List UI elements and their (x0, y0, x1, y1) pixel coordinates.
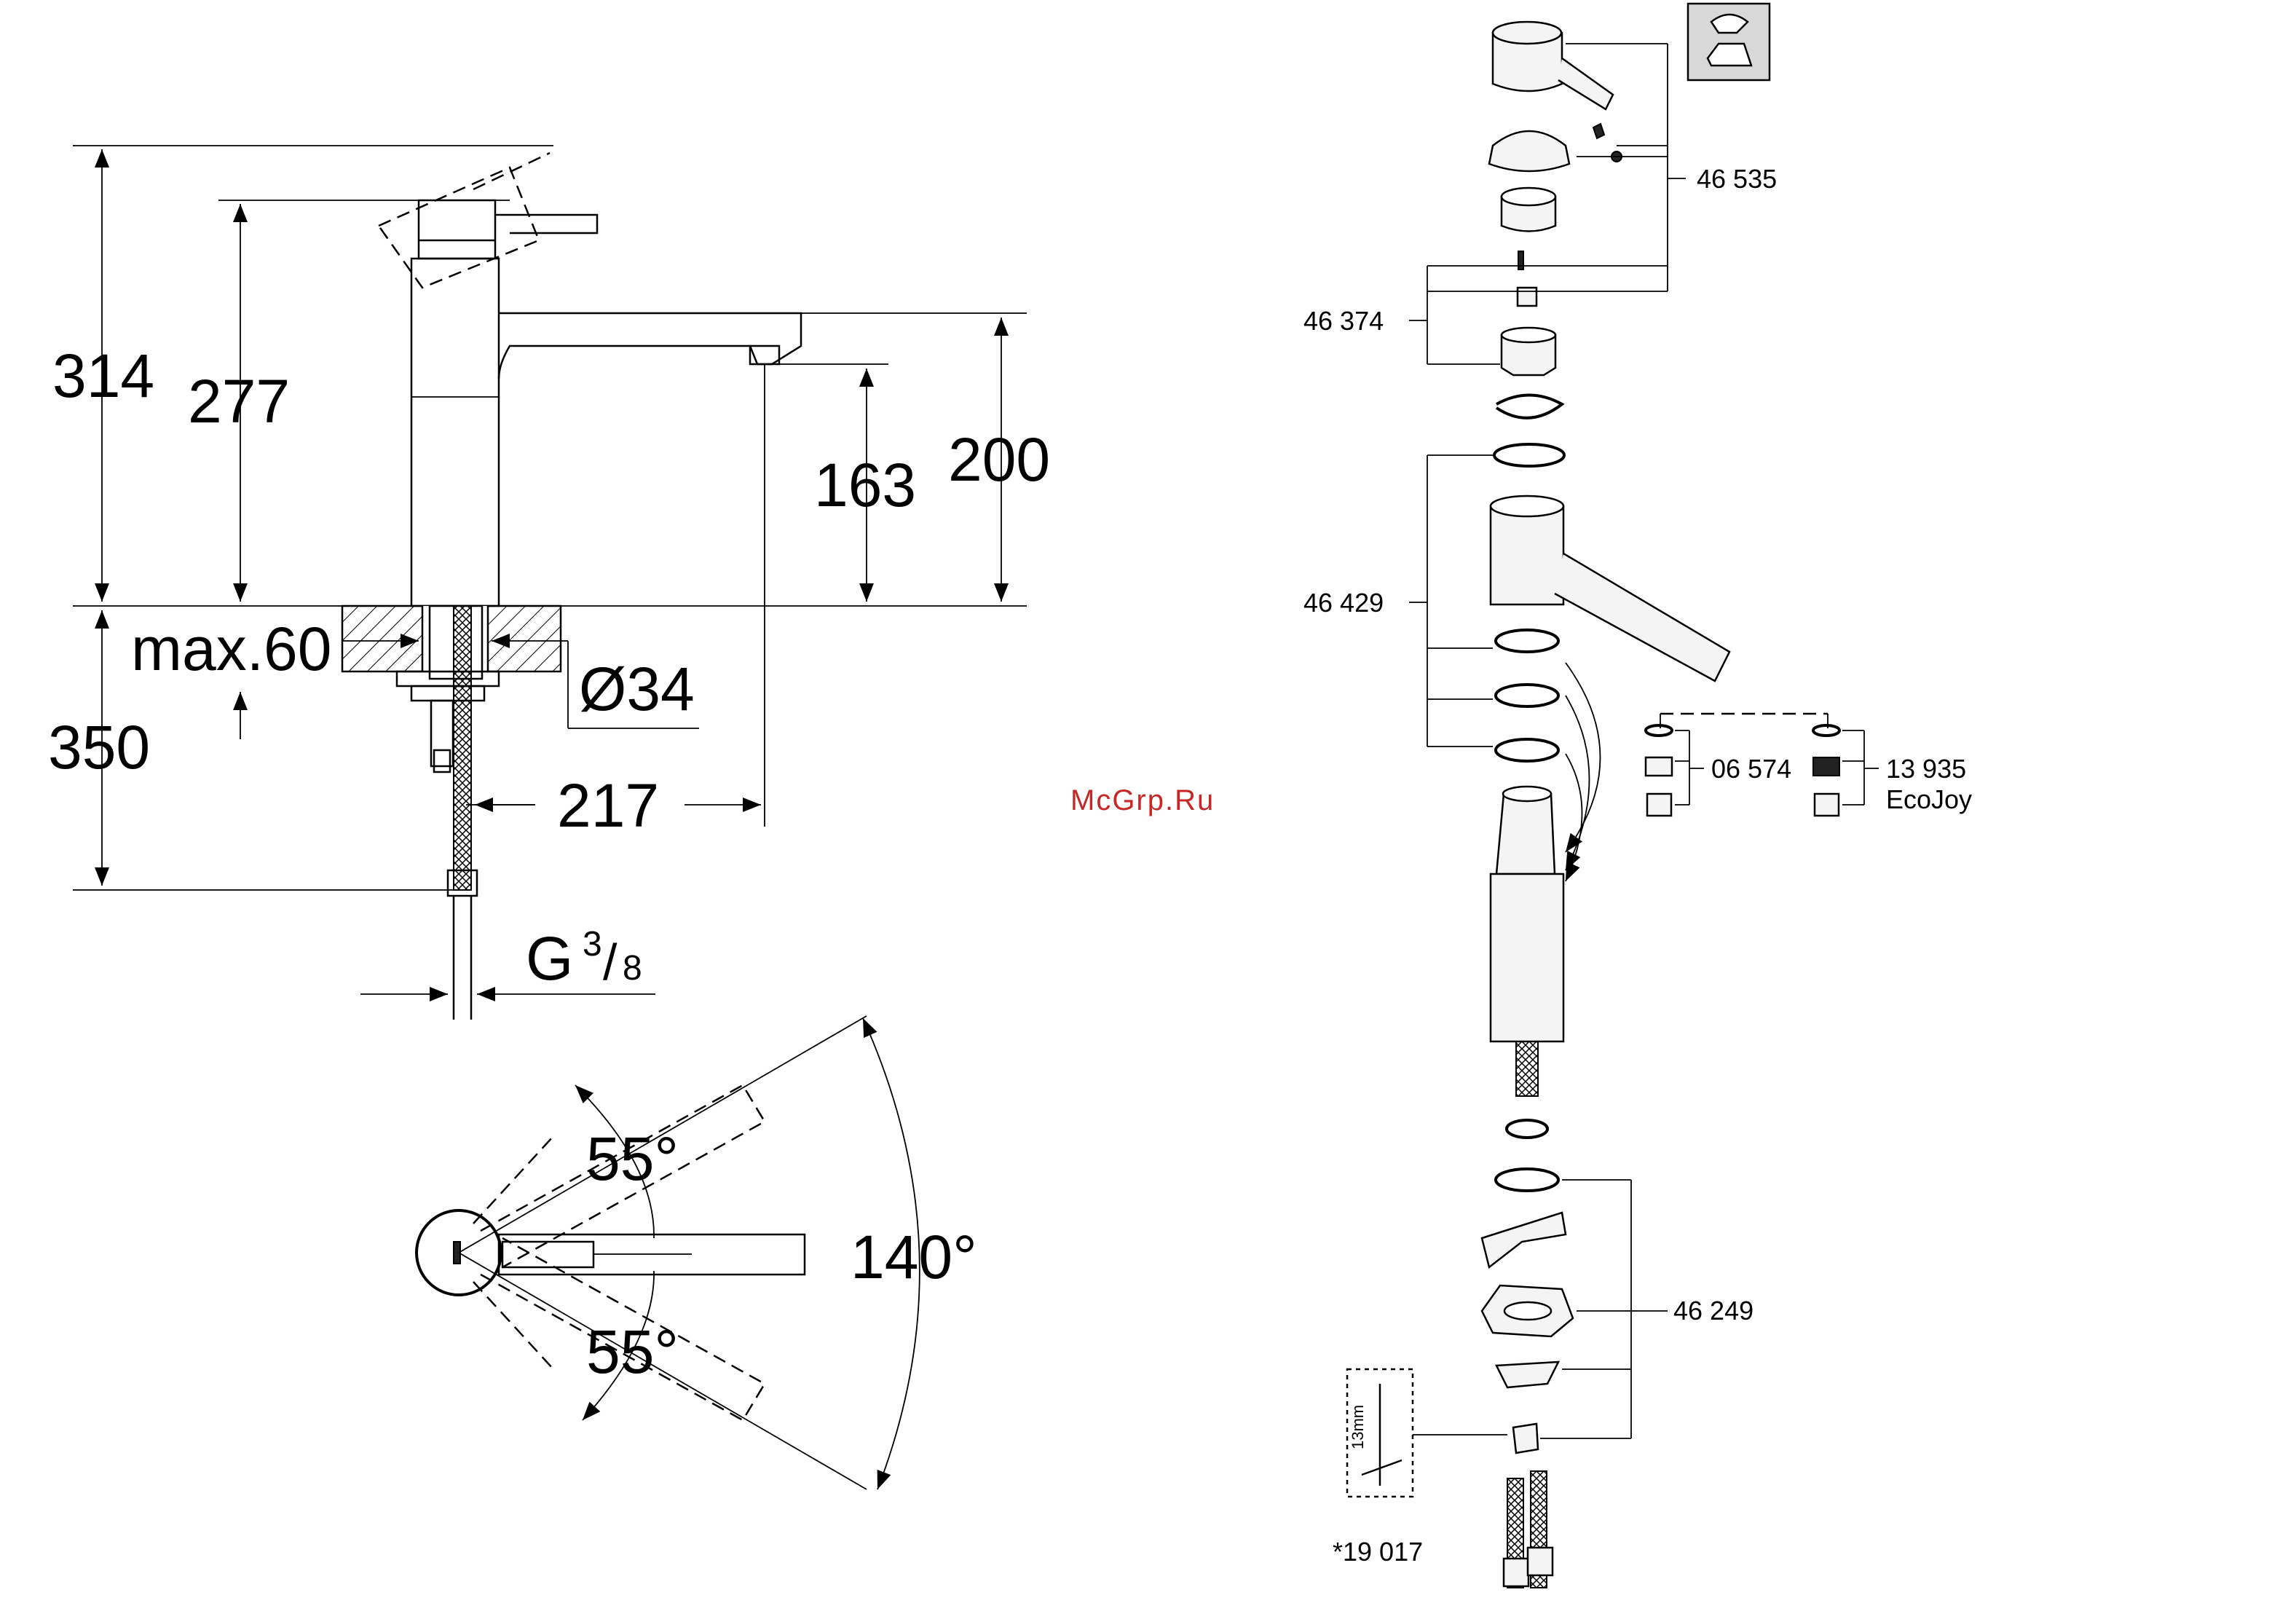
part-cartridge-set: 46 374 (1303, 306, 1384, 336)
dim-spout-height: 200 (948, 425, 1050, 494)
part-spout-seal-set: 46 429 (1303, 588, 1384, 618)
dim-hole-diameter: Ø34 (579, 655, 695, 723)
dim-outlet-height: 163 (814, 451, 916, 519)
angle-total: 140° (851, 1223, 977, 1291)
exploded-view: 13mm 46 535 46 (1303, 4, 1972, 1588)
dim-below-deck: 350 (48, 713, 150, 781)
dim-thread-numerator: 3 (583, 925, 602, 964)
part-tool: *19 017 (1333, 1537, 1423, 1567)
part-ecojoy-label: EcoJoy (1886, 784, 1972, 814)
angle-up: 55° (586, 1124, 679, 1193)
tool-size-label: 13mm (1349, 1405, 1367, 1449)
dim-thread-denominator: 8 (623, 949, 642, 988)
side-view: 314 277 200 163 max.60 Ø34 350 217 G 3 /… (48, 146, 1050, 1020)
dim-thread-slash: / (603, 934, 618, 990)
dim-thread-base: G (526, 924, 573, 993)
top-view: 55° 55° 140° (417, 1016, 977, 1489)
part-aerator: 06 574 (1711, 754, 1791, 784)
dim-deck-thickness: max.60 (131, 615, 331, 683)
dim-reach: 217 (557, 771, 659, 840)
dim-total-height: 314 (52, 342, 154, 410)
part-lever-set: 46 535 (1697, 164, 1777, 194)
part-mounting-set: 46 249 (1673, 1296, 1753, 1326)
watermark: McGrp.Ru (1070, 784, 1215, 816)
dim-lever-height: 277 (188, 367, 290, 436)
angle-down: 55° (586, 1317, 679, 1386)
part-ecojoy-aerator: 13 935 (1886, 754, 1966, 784)
